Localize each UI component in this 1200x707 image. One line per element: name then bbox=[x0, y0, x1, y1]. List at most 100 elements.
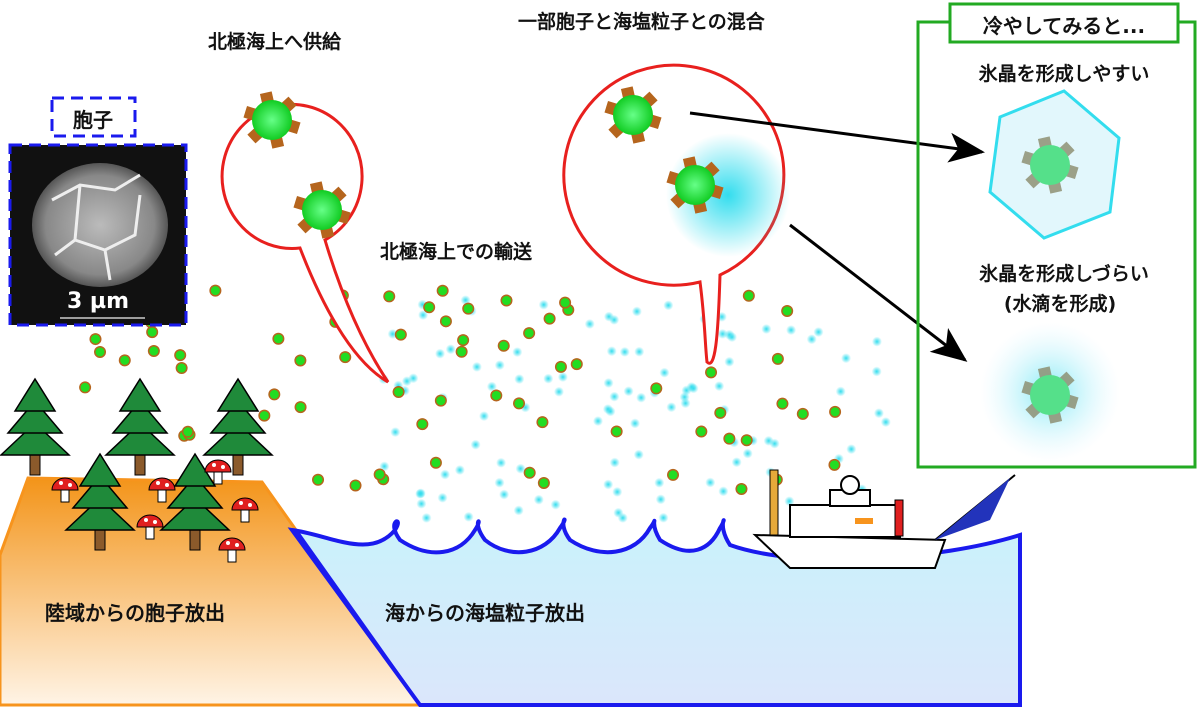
easy-ice-label: 氷晶を形成しやすい bbox=[979, 62, 1150, 85]
airborne-spore bbox=[723, 432, 736, 445]
airborne-spore bbox=[147, 345, 160, 358]
mushroom bbox=[136, 514, 164, 540]
airborne-spore bbox=[536, 416, 549, 429]
sea-salt-particle bbox=[435, 348, 446, 359]
airborne-spore bbox=[89, 333, 102, 346]
sea-salt-particle bbox=[418, 310, 429, 321]
sea-salt-particle bbox=[401, 376, 412, 387]
sea-salt-particle bbox=[726, 332, 737, 343]
sea-salt-particle bbox=[593, 416, 604, 427]
sea-salt-particle bbox=[515, 463, 526, 474]
sea-salt-particle bbox=[742, 448, 753, 459]
sea-salt-particle bbox=[634, 346, 645, 357]
land-label: 陸域からの胞子放出 bbox=[45, 601, 225, 625]
droplet-note: (水滴を形成) bbox=[1004, 292, 1116, 315]
airborne-spore bbox=[490, 389, 503, 402]
sea-salt-particle bbox=[841, 353, 852, 364]
zoom-bubble-supply bbox=[220, 103, 390, 384]
ship bbox=[752, 469, 1016, 569]
sea-salt-particle bbox=[553, 386, 564, 397]
sea-salt-particle bbox=[806, 334, 817, 345]
airborne-spore bbox=[554, 360, 567, 373]
airborne-spore bbox=[523, 327, 536, 340]
sea-salt-particle bbox=[538, 299, 549, 310]
sea-salt-particle bbox=[871, 366, 882, 377]
airborne-spore bbox=[258, 409, 271, 422]
airborne-spore bbox=[394, 328, 407, 341]
airborne-spore bbox=[209, 284, 222, 297]
airborne-spore bbox=[610, 425, 623, 438]
tree bbox=[202, 377, 274, 476]
airborne-spore bbox=[828, 458, 841, 471]
airborne-spore bbox=[500, 294, 513, 307]
spore bbox=[243, 91, 301, 149]
airborne-spore bbox=[457, 334, 470, 347]
sea-salt-particle bbox=[631, 306, 642, 317]
airborne-spore bbox=[714, 406, 727, 419]
sea-salt-particle bbox=[619, 346, 630, 357]
spore bbox=[293, 181, 351, 239]
airborne-spore bbox=[740, 434, 753, 447]
sea-salt-particle bbox=[724, 356, 735, 367]
spore-micrograph bbox=[32, 163, 168, 287]
sea-salt-particle bbox=[846, 444, 857, 455]
sea-salt-particle bbox=[416, 498, 427, 509]
sea-salt-particle bbox=[584, 318, 595, 329]
sea-salt-particle bbox=[437, 492, 448, 503]
sea-salt-particle bbox=[512, 347, 523, 358]
airborne-spore bbox=[294, 401, 307, 414]
sea-salt-particle bbox=[606, 346, 617, 357]
sea-salt-particle bbox=[463, 511, 474, 522]
airborne-spore bbox=[423, 301, 436, 314]
airborne-spore bbox=[781, 304, 794, 317]
sea-salt-particle bbox=[513, 505, 524, 516]
spore bbox=[604, 86, 662, 144]
cooling-panel: 冷やしてみると... 氷晶を形成しやすい 氷晶を形成しづらい (水滴を形成) bbox=[916, 2, 1197, 469]
airborne-spore bbox=[771, 352, 784, 365]
sea-salt-particle bbox=[813, 327, 824, 338]
sea-salt-particle bbox=[659, 367, 670, 378]
airborne-spore bbox=[523, 466, 536, 479]
airborne-spore bbox=[543, 312, 556, 325]
tree bbox=[0, 377, 71, 476]
airborne-spore bbox=[695, 425, 708, 438]
airborne-spore bbox=[174, 349, 187, 362]
airborne-spore bbox=[513, 397, 526, 410]
sea-salt-particle bbox=[550, 499, 561, 510]
tree bbox=[104, 377, 176, 476]
arrow-to-ice-crystal bbox=[689, 111, 985, 163]
airborne-spore bbox=[559, 296, 572, 309]
hard-ice-label: 氷晶を形成しづらい bbox=[979, 262, 1149, 285]
sea-salt-particle bbox=[761, 324, 772, 335]
sea-salt-particle bbox=[705, 477, 716, 488]
airborne-spore bbox=[570, 358, 583, 371]
airborne-spore bbox=[392, 385, 405, 398]
sea-salt-particle bbox=[557, 372, 568, 383]
airborne-spore bbox=[383, 290, 396, 303]
sea-salt-particle bbox=[731, 457, 742, 468]
sea-salt-particle bbox=[494, 360, 505, 371]
sea-salt-particle bbox=[533, 494, 544, 505]
sea-salt-particle bbox=[612, 486, 623, 497]
sea-salt-particle bbox=[786, 325, 797, 336]
sea-salt-particle bbox=[880, 417, 891, 428]
sea-salt-particle bbox=[602, 404, 613, 415]
mushroom bbox=[148, 477, 176, 503]
forest bbox=[0, 377, 274, 563]
sea-salt-particle bbox=[633, 449, 644, 460]
sea-salt-particle bbox=[390, 427, 401, 438]
scale-bar-label: 3 µm bbox=[67, 289, 129, 314]
airborne-spore bbox=[462, 302, 475, 315]
sea-salt-particle bbox=[630, 418, 641, 429]
spore-panel: 胞子 3 µm bbox=[8, 96, 188, 327]
airborne-spore bbox=[94, 345, 107, 358]
airborne-spore bbox=[339, 351, 352, 364]
sea-salt-particle bbox=[494, 477, 505, 488]
sea-salt-particle bbox=[454, 465, 465, 476]
airborne-spore bbox=[705, 366, 718, 379]
sea-salt-particle bbox=[714, 381, 725, 392]
coast-line bbox=[294, 529, 422, 706]
sea-salt-particle bbox=[873, 408, 884, 419]
airborne-spore bbox=[829, 405, 842, 418]
